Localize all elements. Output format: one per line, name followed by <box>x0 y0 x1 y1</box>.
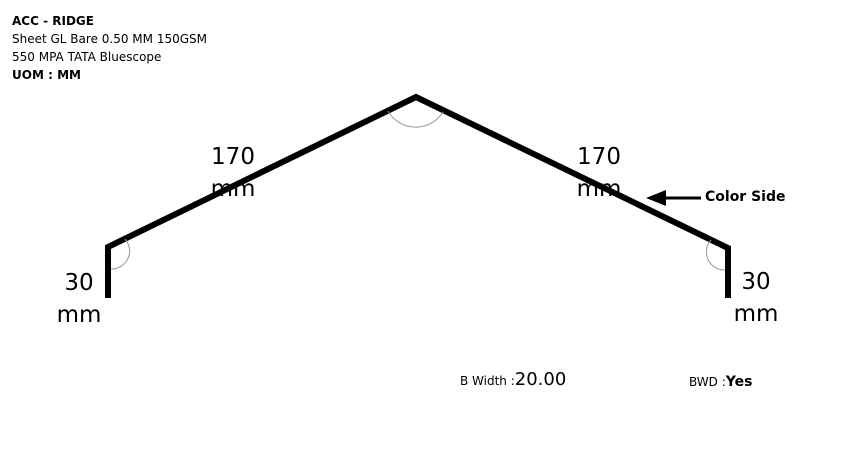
right-flange-dimension: 30 mm <box>726 266 786 330</box>
right-angle-arc <box>705 239 726 271</box>
apex-angle-arc <box>387 110 444 128</box>
ridge-profile <box>105 93 731 298</box>
right-slope-unit: mm <box>576 176 622 202</box>
uom: UOM : MM <box>12 66 207 84</box>
bwd-label: BWD : <box>689 375 726 389</box>
b-width: B Width :20.00 <box>460 369 566 390</box>
right-slope-value: 170 <box>577 144 621 170</box>
uom-label: UOM : <box>12 68 53 82</box>
bwd: BWD :Yes <box>689 371 752 390</box>
left-slope-unit: mm <box>210 176 256 202</box>
uom-value: MM <box>57 68 81 82</box>
left-slope-dimension: 170 mm <box>200 141 266 205</box>
material-line-1: Sheet GL Bare 0.50 MM 150GSM <box>12 32 207 46</box>
right-flange-value: 30 <box>741 269 771 295</box>
color-side-label: Color Side <box>705 189 786 205</box>
left-flange-value: 30 <box>64 270 94 296</box>
product-info: ACC - RIDGE Sheet GL Bare 0.50 MM 150GSM… <box>12 12 207 84</box>
right-flange-unit: mm <box>733 301 779 327</box>
left-slope-value: 170 <box>211 144 255 170</box>
left-angle-arc <box>110 238 131 270</box>
b-width-label: B Width : <box>460 374 515 388</box>
product-title: ACC - RIDGE <box>12 14 94 28</box>
material-line-2: 550 MPA TATA Bluescope <box>12 50 162 64</box>
left-flange-dimension: 30 mm <box>50 267 108 331</box>
right-slope-dimension: 170 mm <box>566 141 632 205</box>
left-flange-unit: mm <box>56 302 102 328</box>
b-width-value: 20.00 <box>514 369 567 390</box>
color-side-arrowhead <box>646 190 666 206</box>
bwd-value: Yes <box>725 374 753 390</box>
